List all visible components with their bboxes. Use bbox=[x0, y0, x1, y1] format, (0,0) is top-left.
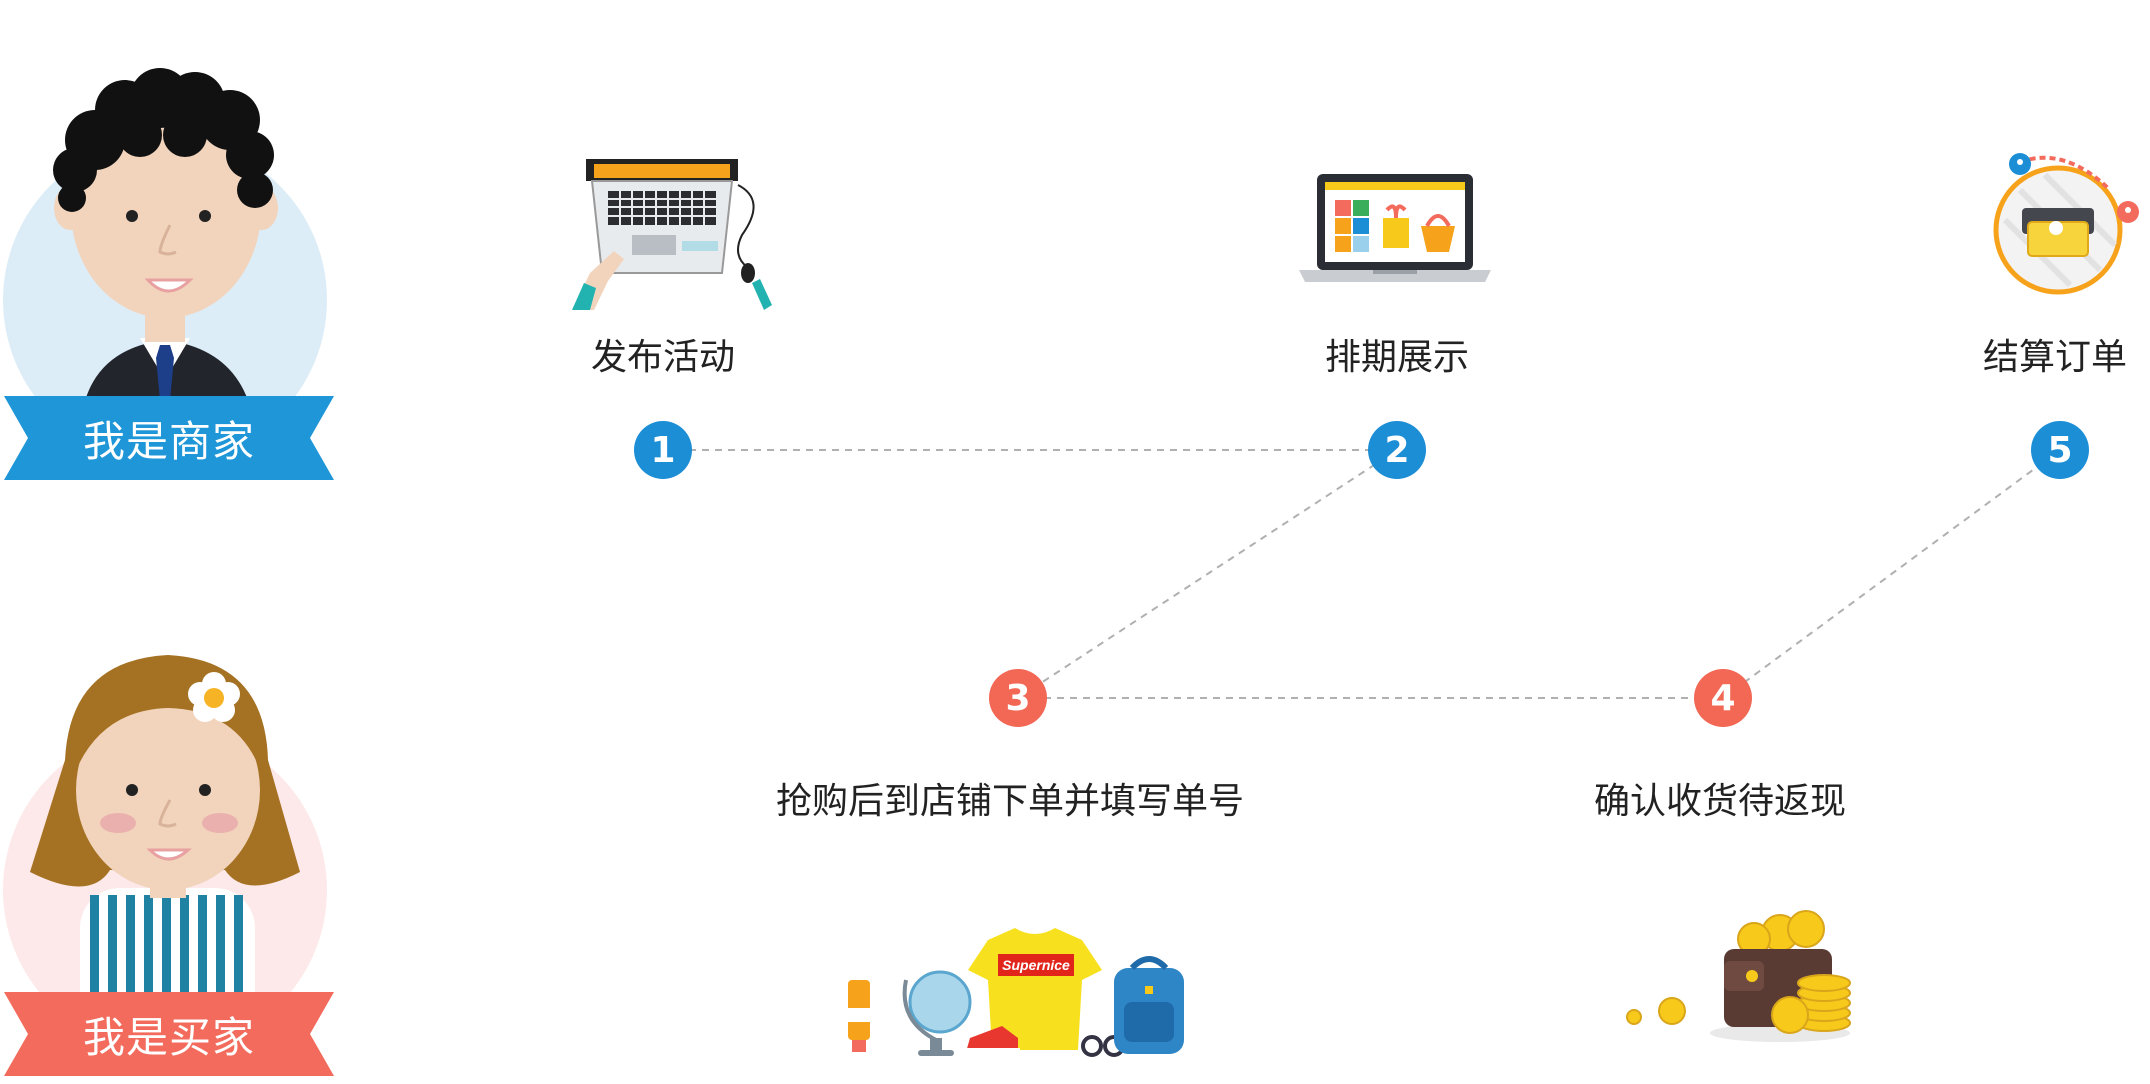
wallet-coins-icon bbox=[1626, 910, 1851, 1042]
connector-4-5 bbox=[1722, 449, 2061, 699]
goods-shopping-icon: Supernice bbox=[848, 928, 1184, 1057]
step-4-circle: 4 bbox=[1694, 669, 1752, 727]
seller-ribbon: 我是商家 bbox=[4, 396, 334, 480]
seller-man-icon bbox=[3, 68, 327, 462]
step-5-label: 结算订单 bbox=[1982, 337, 2128, 378]
ribbon-shape bbox=[4, 396, 334, 480]
seller-avatar: 我是商家 bbox=[0, 40, 340, 480]
step-4-label: 确认收货待返现 bbox=[1593, 781, 1847, 822]
step-1-circle: 1 bbox=[634, 421, 692, 479]
buyer-girl-icon bbox=[3, 655, 327, 1052]
step-2-circle: 2 bbox=[1368, 421, 1426, 479]
step-5-circle: 5 bbox=[2031, 421, 2089, 479]
laptop-shop-icon bbox=[1299, 174, 1491, 282]
step-3-label: 抢购后到店铺下单并填写单号 bbox=[775, 781, 1245, 822]
buyer-role-label: 我是买家 bbox=[82, 1012, 255, 1062]
ribbon-shape bbox=[4, 992, 334, 1076]
laptop-typing-icon bbox=[572, 159, 772, 310]
buyer-avatar: 我是买家 bbox=[0, 640, 340, 1080]
card-settlement-icon bbox=[1993, 153, 2139, 295]
seller-role-label: 我是商家 bbox=[82, 416, 255, 466]
connector-2-3 bbox=[1017, 449, 1398, 699]
goods-brand-text: Supernice bbox=[1002, 957, 1070, 973]
step-2-label: 排期展示 bbox=[1324, 337, 1470, 378]
step-1-label: 发布活动 bbox=[590, 337, 736, 378]
buyer-ribbon: 我是买家 bbox=[4, 992, 334, 1076]
step-3-circle: 3 bbox=[989, 669, 1047, 727]
